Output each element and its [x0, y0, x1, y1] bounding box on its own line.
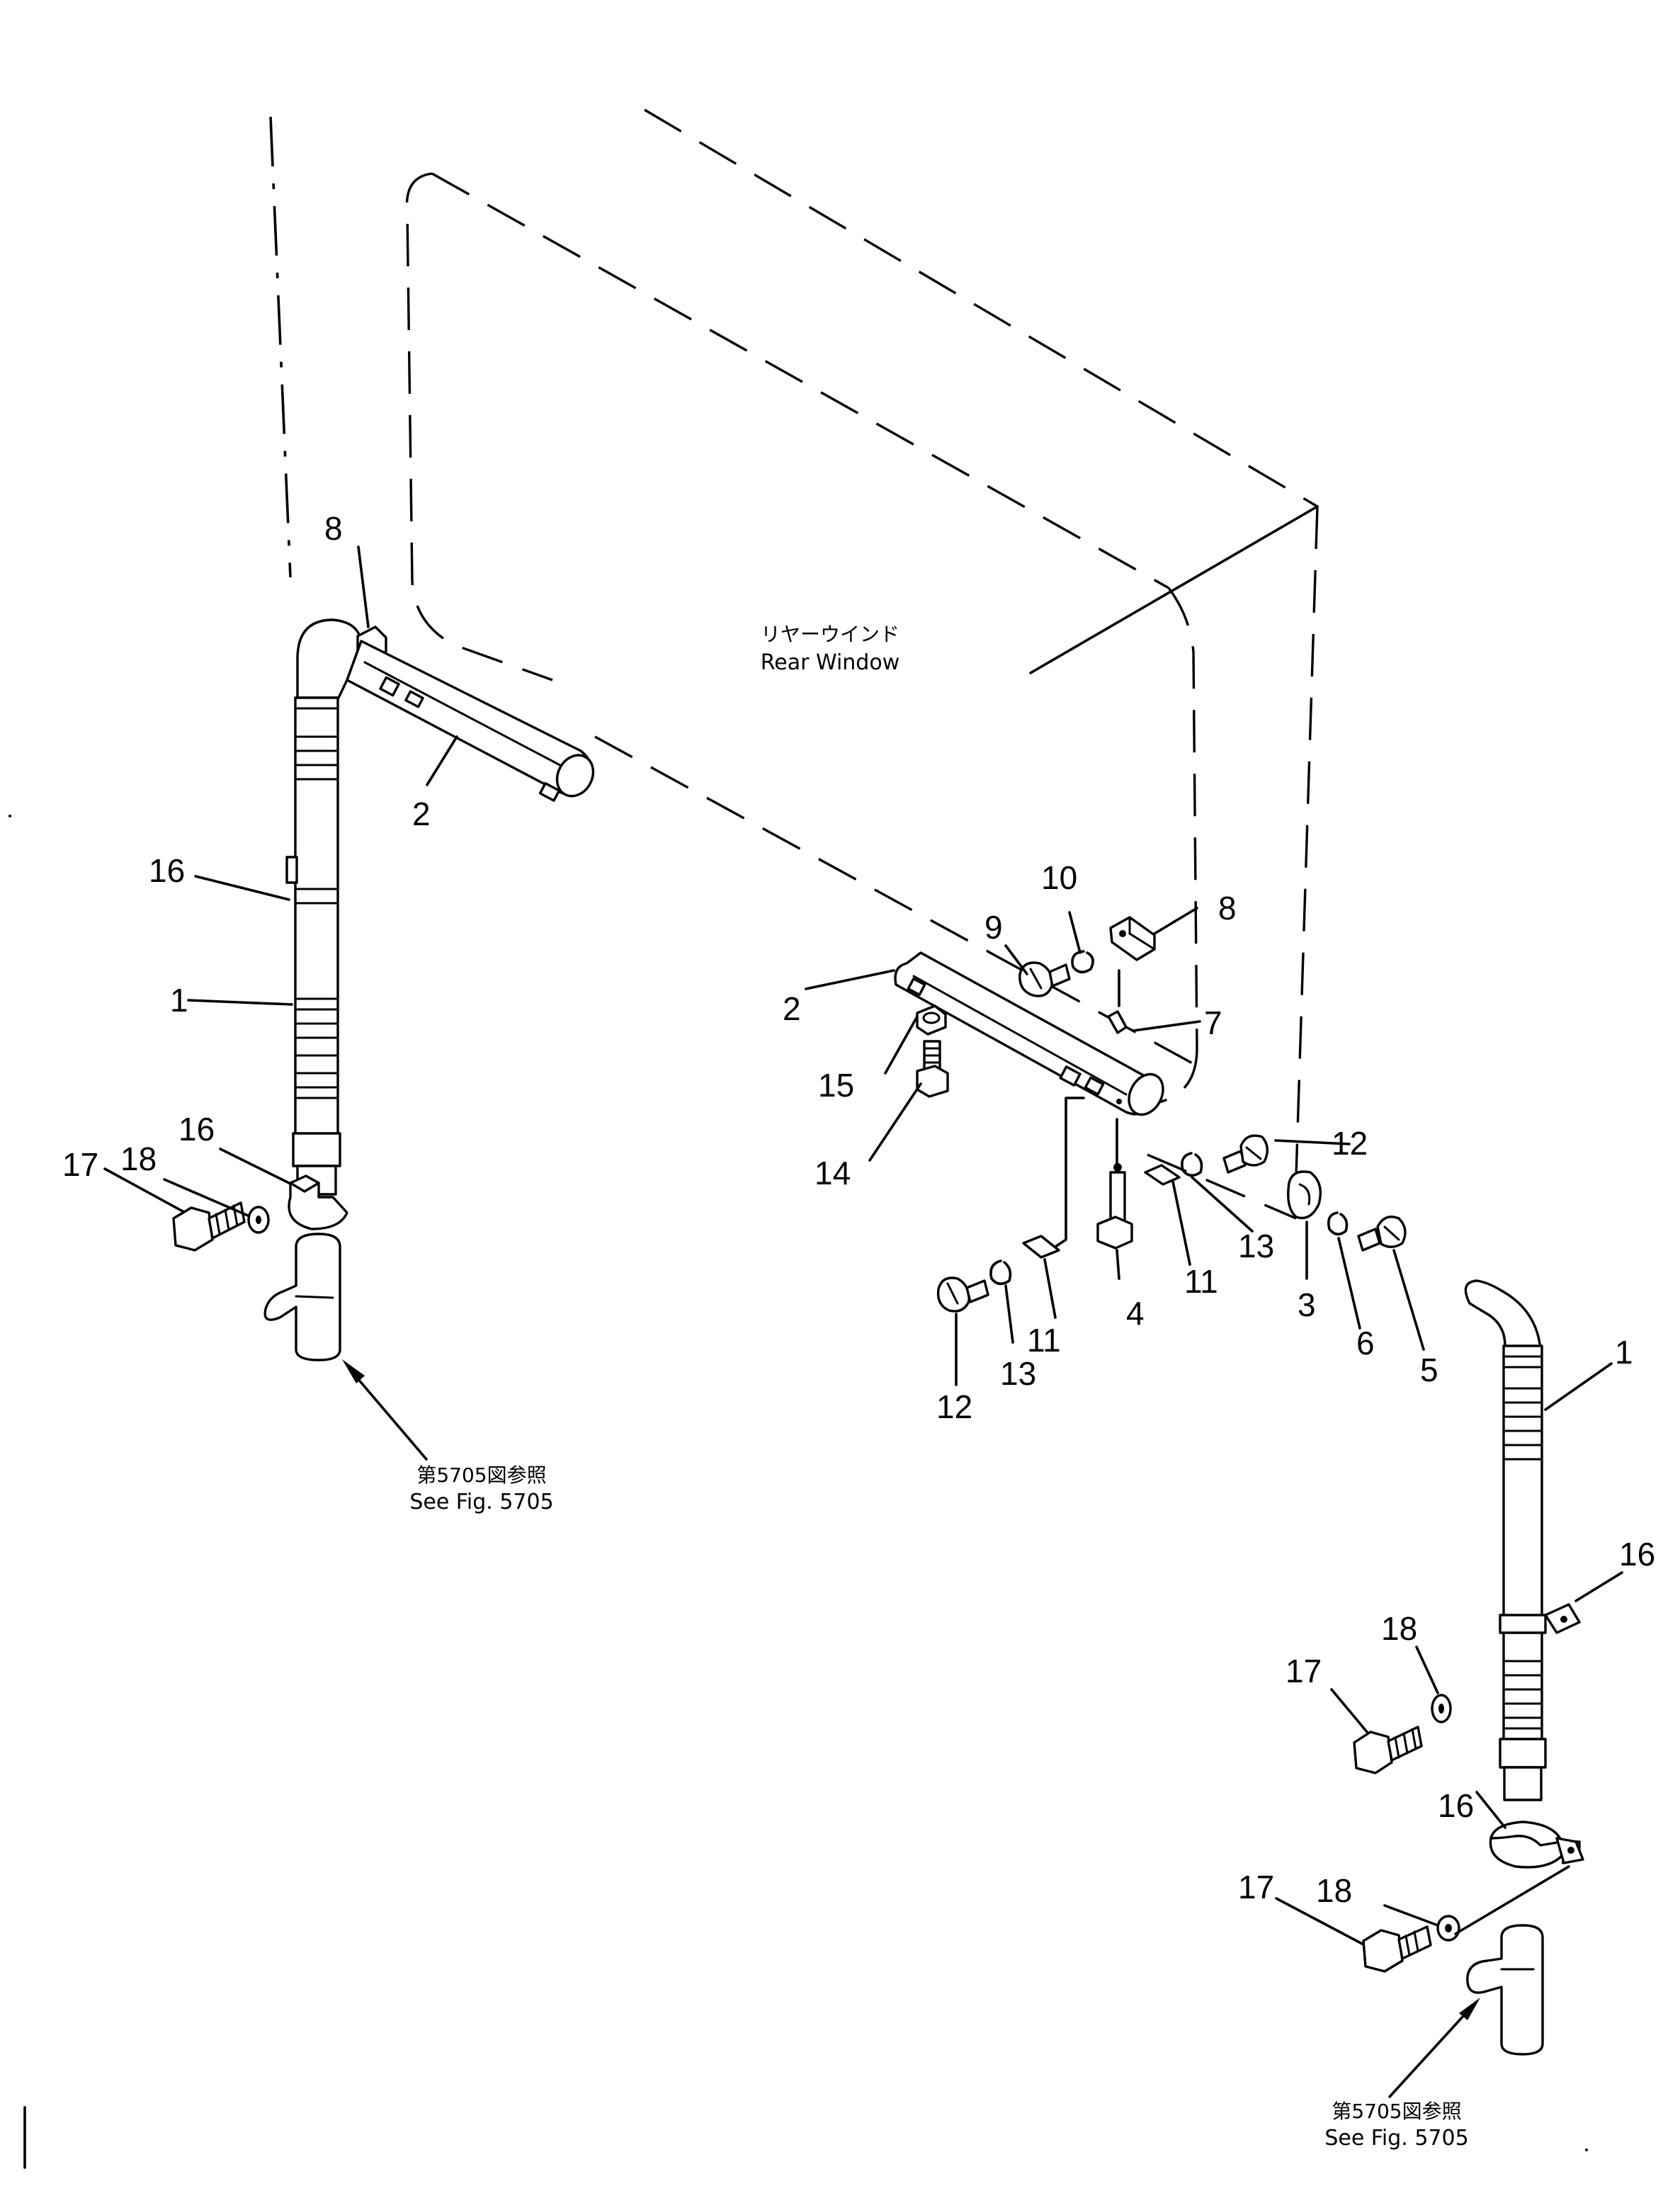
callout-11-left: 11: [1027, 1322, 1061, 1359]
callout-16-left-lower: 16: [178, 1111, 215, 1148]
callout-14: 14: [815, 1155, 851, 1191]
callout-18-left: 18: [120, 1140, 157, 1177]
callout-2-left: 2: [412, 795, 431, 832]
scan-marks: [8, 815, 1588, 2169]
callout-16-right-upper: 16: [1619, 1536, 1655, 1573]
callout-6: 6: [1356, 1325, 1375, 1361]
callout-7: 7: [1204, 1004, 1222, 1041]
callout-17-right-lower: 17: [1238, 1869, 1274, 1905]
right-pipe-assembly: [1353, 1279, 1584, 2098]
callout-3: 3: [1298, 1286, 1316, 1323]
callout-13-right: 13: [1238, 1228, 1274, 1264]
window-label-en: Rear Window: [761, 650, 900, 675]
callout-8-center: 8: [1218, 890, 1237, 927]
callout-17-right-upper: 17: [1285, 1653, 1322, 1689]
callout-18-right-lower: 18: [1316, 1872, 1352, 1909]
ref-en-right: See Fig. 5705: [1324, 2126, 1468, 2151]
callout-9: 9: [984, 909, 1003, 946]
callout-4: 4: [1126, 1295, 1145, 1332]
callout-16-right-lower: 16: [1438, 1787, 1474, 1824]
callout-10: 10: [1041, 859, 1077, 896]
ref-en-left: See Fig. 5705: [409, 1490, 553, 1514]
callout-2-center: 2: [783, 990, 801, 1027]
rear-window-outline: [269, 108, 1319, 1220]
leader-lines: [103, 545, 1623, 1946]
callout-12-left: 12: [936, 1388, 972, 1425]
text-labels: リヤーウインド Rear Window 第5705図参照 See Fig. 57…: [409, 623, 1468, 2151]
callout-1-left: 1: [170, 982, 188, 1019]
callout-16-left-upper: 16: [149, 852, 185, 889]
callout-11-right: 11: [1184, 1263, 1218, 1300]
ref-jp-left: 第5705図参照: [416, 1463, 546, 1487]
callout-13-left: 13: [1000, 1355, 1036, 1392]
window-label-jp: リヤーウインド: [761, 623, 899, 646]
ref-jp-right: 第5705図参照: [1332, 2100, 1461, 2123]
callout-5: 5: [1420, 1352, 1438, 1388]
callout-1-right: 1: [1615, 1334, 1633, 1371]
callout-numbers: 8 2 16 1 16 18 17 2 9 10 8 7 15 14 12 13…: [62, 510, 1655, 1909]
left-pipe-assembly: [172, 618, 595, 1461]
callout-17-left: 17: [62, 1146, 98, 1183]
callout-18-right-upper: 18: [1381, 1610, 1417, 1647]
center-bar-assembly: [894, 916, 1407, 1313]
callout-15: 15: [818, 1067, 854, 1104]
callout-12-right: 12: [1332, 1125, 1368, 1162]
callout-8-left: 8: [324, 510, 343, 547]
